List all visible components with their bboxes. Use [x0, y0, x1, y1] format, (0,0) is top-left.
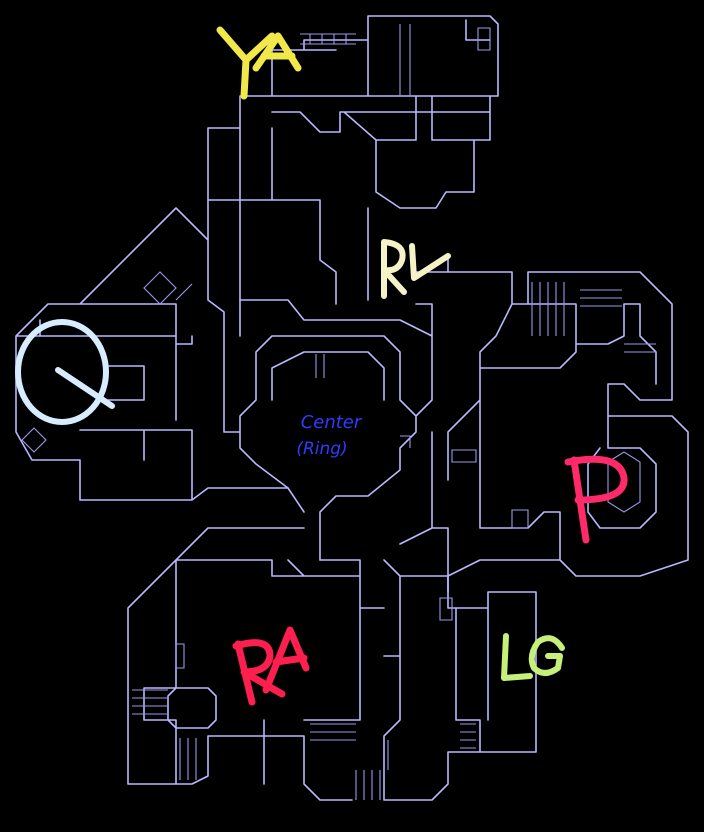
label-ya: YA	[216, 26, 302, 100]
label-center-line1: Center	[301, 412, 363, 433]
label-q: Q	[15, 319, 115, 425]
label-p: P	[564, 455, 628, 544]
label-center: Center (Ring)	[296, 412, 363, 459]
label-lg-strokes	[501, 633, 565, 681]
label-q-circle	[15, 319, 109, 425]
wall-ra-details	[132, 643, 356, 780]
wall-left-arm	[15, 199, 305, 513]
wall-q-stairs	[21, 271, 193, 453]
wall-ra-area	[127, 527, 361, 801]
label-ra: RA	[232, 626, 310, 706]
label-rl-strokes	[381, 239, 451, 299]
label-q-tail	[55, 367, 115, 409]
wall-lg-area	[319, 431, 537, 801]
wall-center-ring	[239, 299, 433, 561]
wall-upper-rooms	[207, 111, 475, 305]
label-lg: LG	[501, 633, 565, 681]
wall-right-upper	[415, 255, 689, 593]
wall-p-stairs	[451, 282, 656, 529]
label-center-line2: (Ring)	[296, 439, 347, 459]
label-rl: RL	[381, 239, 451, 299]
wall-lg-details	[355, 597, 476, 800]
label-ya-strokes	[216, 26, 302, 100]
wall-center-details	[315, 354, 411, 448]
wall-ya-details	[300, 24, 491, 96]
label-p-strokes	[564, 455, 628, 544]
label-ra-strokes	[232, 626, 310, 706]
map-walls	[15, 15, 689, 801]
